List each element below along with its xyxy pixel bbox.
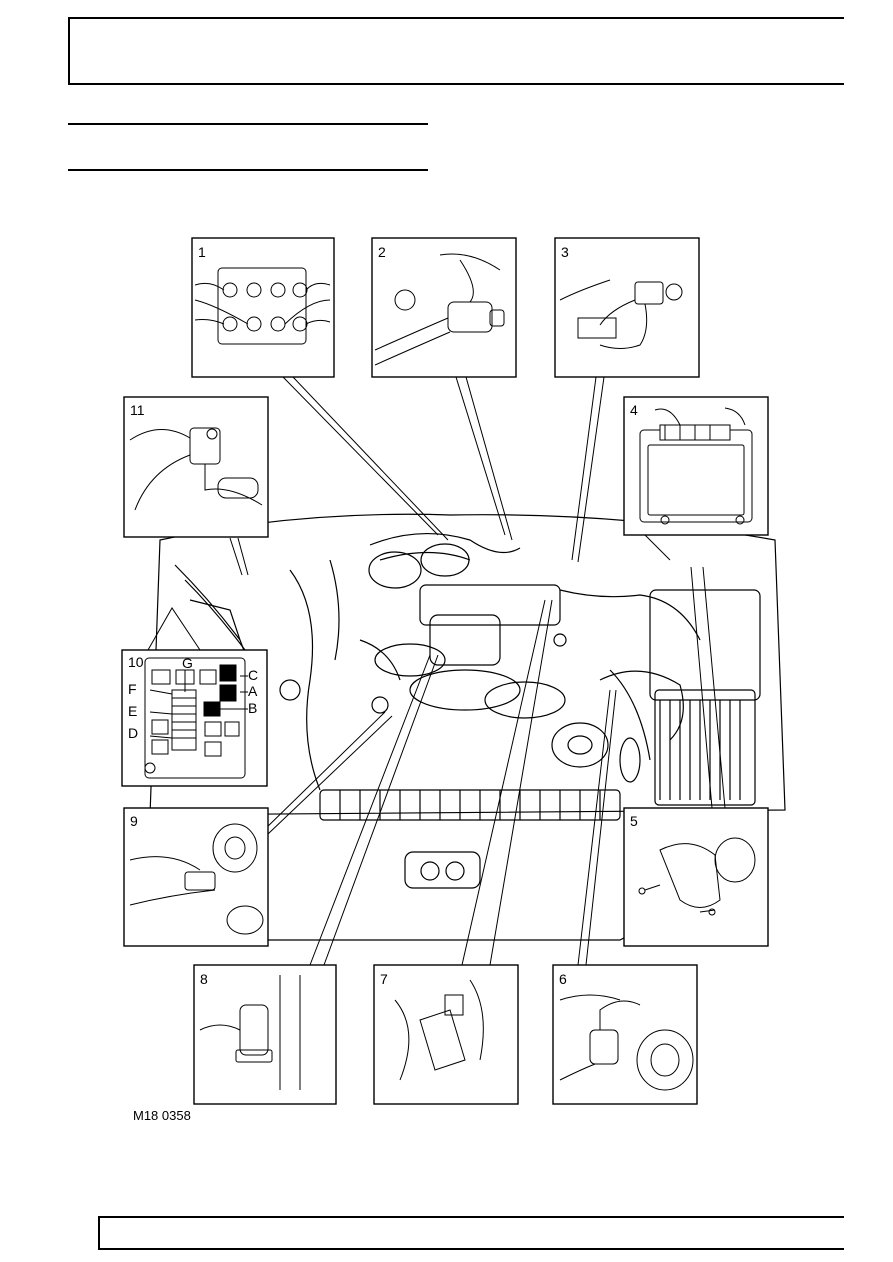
section-rule-top	[68, 123, 428, 125]
inset-11-connector: 11	[123, 396, 269, 538]
callout-label-2: 2	[378, 244, 386, 260]
callout-label-8: 8	[200, 971, 208, 987]
callout-label-7: 7	[380, 971, 388, 987]
callout-label-11: 11	[130, 402, 145, 418]
fuse-label-a: A	[248, 683, 258, 699]
section-rule-bottom	[68, 169, 428, 171]
inset-5-mass-air-flow-sensor: 5	[623, 807, 769, 947]
inset-7-throttle-position-sensor: 7	[373, 964, 519, 1105]
inset-3-sensor-connector: 3	[554, 237, 700, 378]
callout-label-9: 9	[130, 813, 138, 829]
fuse-label-c: C	[248, 667, 258, 683]
figure-reference-number: M18 0358	[133, 1108, 191, 1123]
callout-label-4: 4	[630, 402, 638, 418]
inset-6-connector: 6	[552, 964, 698, 1105]
page-footer-box	[98, 1216, 844, 1250]
fuse-label-b: B	[248, 700, 257, 716]
fuse-label-d: D	[128, 725, 138, 741]
fuse-label-f: F	[128, 681, 137, 697]
callout-label-6: 6	[559, 971, 567, 987]
inset-4-engine-control-module: 4	[623, 396, 769, 536]
inset-10-fuse-box: 10 G C F A E B D	[121, 649, 268, 787]
inset-2-idle-air-control-valve: 2	[371, 237, 517, 378]
inset-9-connector: 9	[123, 807, 269, 947]
fuse-label-e: E	[128, 703, 137, 719]
callout-label-3: 3	[561, 244, 569, 260]
page-header-box	[68, 17, 844, 85]
inset-1-ignition-coils: 1	[191, 237, 335, 378]
callout-leader-lines	[147, 376, 726, 966]
callout-label-5: 5	[630, 813, 638, 829]
inset-8-sensor: 8	[193, 964, 337, 1105]
callout-label-10: 10	[128, 654, 144, 670]
fuse-label-g: G	[182, 655, 193, 671]
callout-label-1: 1	[198, 244, 206, 260]
